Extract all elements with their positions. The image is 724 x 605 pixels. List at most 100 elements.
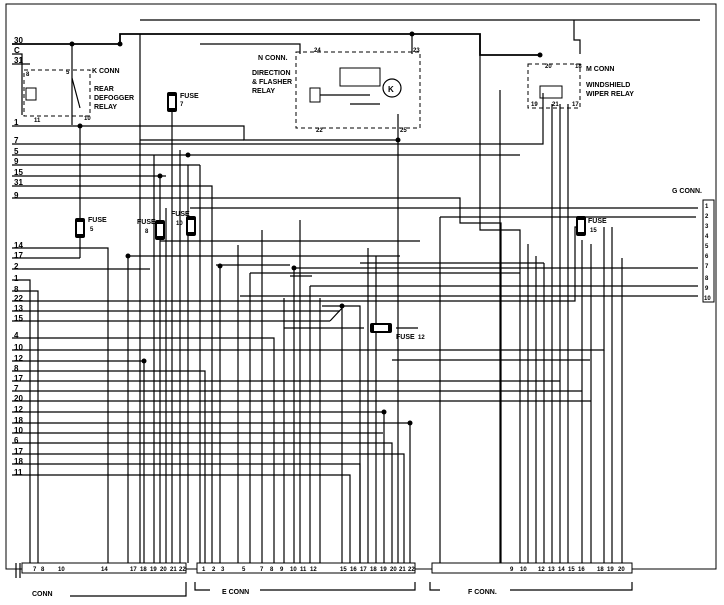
wire-number: 5: [14, 147, 19, 156]
junction-dot: [409, 31, 415, 37]
v-m-feed: [573, 20, 581, 54]
transistor-icon: [382, 78, 402, 98]
wire-8b: [12, 370, 206, 563]
wire-number: 4: [14, 331, 19, 340]
c-pin: 8: [41, 567, 45, 573]
wire-22: [12, 226, 581, 302]
f-pin: 20: [618, 567, 625, 573]
fuse-label: FUSE: [396, 334, 415, 341]
wire-number: 7: [14, 384, 19, 393]
relay-name-line: RELAY: [94, 104, 117, 111]
vertical-wires: [71, 19, 700, 563]
c-pin: 7: [33, 567, 37, 573]
wire-number: 8: [14, 364, 19, 373]
junction-dot: [157, 173, 163, 179]
pin-label: 18: [575, 64, 582, 70]
c-pin: 17: [130, 567, 137, 573]
e-bracket: [194, 582, 416, 591]
relay-name-line: DEFOGGER: [94, 95, 134, 102]
wire-number: 17: [14, 447, 23, 456]
wire-number: 14: [14, 241, 23, 250]
junction-dot: [69, 41, 75, 47]
wire-number: 12: [14, 405, 23, 414]
g-pin: 3: [705, 224, 709, 230]
relay-name-line: RELAY: [252, 88, 275, 95]
wire-number: 6: [14, 436, 19, 445]
wire-11: [12, 474, 351, 563]
wire-17c: [12, 453, 405, 563]
junction-dot: [125, 253, 131, 259]
wire-7: [12, 93, 544, 145]
conn-e-block: [196, 562, 416, 574]
relay-name-line: REAR: [94, 86, 114, 93]
flasher-relay: K 24 23 22 25 N CONN. DIRECTION & FLASHE…: [252, 48, 421, 134]
wire-number: 18: [14, 457, 23, 466]
f-bracket: [429, 582, 633, 591]
g-conn-label: G CONN.: [672, 188, 702, 195]
fuse-label: FUSE: [171, 211, 190, 218]
fuse-window: [578, 220, 584, 232]
wire-number: 18: [14, 416, 23, 425]
wire-number: 22: [14, 294, 23, 303]
wire-number: 7: [14, 136, 19, 145]
wire-1: [12, 125, 398, 141]
relay-outline: [527, 63, 581, 109]
fuse-label: FUSE: [180, 93, 199, 100]
wire-1b: [12, 279, 31, 563]
pin-label: 21: [552, 102, 559, 108]
m-conn-label: M CONN: [586, 66, 614, 73]
horizontal-wires: [12, 33, 698, 563]
wire-number: 12: [14, 354, 23, 363]
fuse-window: [188, 220, 194, 232]
f-pin: 9: [510, 567, 514, 573]
f-pin: 13: [548, 567, 555, 573]
fuse-7: FUSE 7: [167, 92, 199, 112]
fuse-15: FUSE 15: [576, 216, 607, 236]
g-connector: G CONN. 1 2 3 4 5 6 7 8 9 10: [672, 188, 715, 303]
wire-14: [12, 247, 109, 563]
wire-number: 17: [14, 251, 23, 260]
e-pin: 7: [260, 567, 264, 573]
junction-dot: [381, 409, 387, 415]
wire-number: 17: [14, 374, 23, 383]
e-pin: 21: [399, 567, 406, 573]
conn-f-block: [431, 562, 633, 574]
e-pin: 20: [390, 567, 397, 573]
conn-f-label: F CONN.: [468, 589, 497, 596]
pin-label: 24: [314, 48, 321, 54]
g-pin: 2: [705, 214, 709, 220]
relay-outline: [295, 51, 421, 129]
pin-label: 8: [26, 72, 30, 78]
left-wire-numbers: 30 C 31 1 7 5 9 15 31 9 14 17 2 1 8 22 1…: [14, 36, 23, 477]
c-pin: 18: [140, 567, 147, 573]
wire-number: 10: [14, 426, 23, 435]
fuse-number: 10: [176, 221, 183, 227]
pin-label: 25: [400, 128, 407, 134]
fuses: FUSE 7 FUSE 5 FUSE 8 FUSE 10 FUSE 15: [75, 92, 607, 341]
wire-12b: [12, 411, 385, 563]
wire-number: 20: [14, 394, 23, 403]
fuse-window: [374, 325, 388, 331]
fuse-12: FUSE 12: [370, 323, 425, 341]
g-conn-block: [702, 199, 715, 303]
wire-n-left: [200, 43, 301, 54]
c-pin: 19: [150, 567, 157, 573]
wire-number: 31: [14, 56, 23, 65]
pin-label: 11: [34, 118, 41, 124]
e-pin: 18: [370, 567, 377, 573]
wire-number: 15: [14, 314, 23, 323]
wire-number: 10: [14, 343, 23, 352]
wire-number: 2: [14, 262, 19, 271]
n-conn-label: N CONN.: [258, 55, 288, 62]
fuse-number: 8: [145, 229, 149, 235]
pin-label: 5: [66, 70, 70, 76]
junction-dot: [117, 41, 123, 47]
e-pin: 5: [242, 567, 246, 573]
f-pin: 19: [607, 567, 614, 573]
junction-dots: [69, 31, 543, 426]
rear-defogger-relay: 8 5 11 10 K CONN REAR DEFOGGER RELAY: [23, 68, 134, 124]
pin-label: 17: [572, 102, 579, 108]
relay-outline: [23, 69, 91, 117]
fuse-window: [77, 222, 83, 234]
